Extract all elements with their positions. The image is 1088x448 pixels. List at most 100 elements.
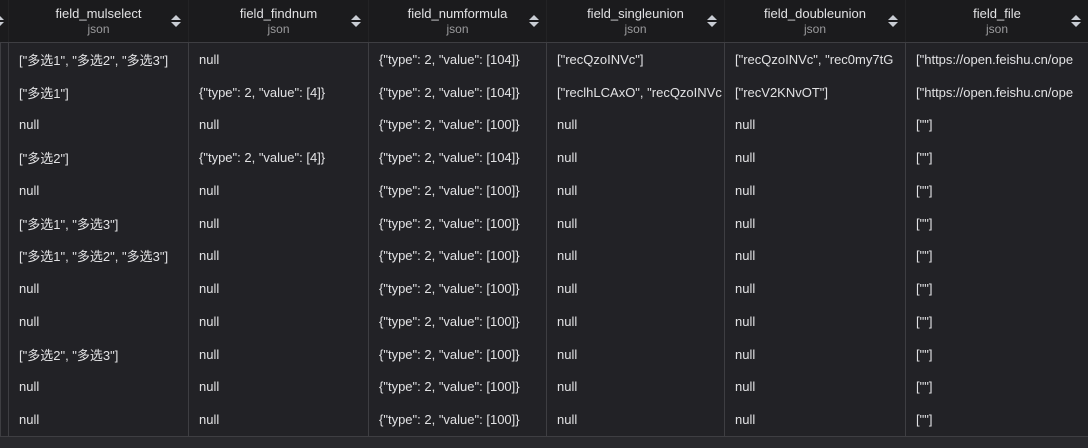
table-cell[interactable]: ["多选1", "多选2", "多选3"] [8, 239, 188, 273]
table-cell[interactable]: null [188, 239, 368, 273]
table-cell[interactable]: null [188, 206, 368, 240]
grid-body: ["多选1", "多选2", "多选3"]null{"type": 2, "va… [0, 43, 1088, 436]
table-cell[interactable]: ["多选1", "多选3"] [8, 206, 188, 240]
table-cell[interactable]: null [724, 337, 905, 371]
horizontal-scrollbar-track[interactable] [0, 436, 1088, 448]
table-cell[interactable]: null [188, 272, 368, 305]
table-row: ["多选1", "多选2", "多选3"]null{"type": 2, "va… [0, 43, 1088, 76]
table-cell[interactable]: ["多选1"] [8, 75, 188, 109]
table-cell[interactable]: null [724, 403, 905, 436]
table-cell[interactable]: ["多选2"] [8, 141, 188, 174]
table-cell[interactable]: null [8, 108, 188, 142]
table-cell[interactable]: [""] [905, 141, 1088, 174]
table-cell[interactable]: null [546, 272, 724, 305]
table-cell[interactable]: null [546, 141, 724, 174]
table-cell[interactable]: null [546, 370, 724, 404]
table-cell[interactable]: null [546, 403, 724, 436]
table-cell[interactable]: null [188, 403, 368, 436]
table-cell[interactable]: {"type": 2, "value": [100]} [368, 272, 546, 305]
table-cell[interactable]: null [724, 108, 905, 142]
table-cell[interactable]: {"type": 2, "value": [104]} [368, 43, 546, 76]
sort-up-icon [0, 15, 4, 20]
table-cell[interactable]: ["reclhLCAxO", "recQzoINVc [546, 75, 724, 109]
table-cell[interactable]: null [724, 370, 905, 404]
table-cell[interactable]: null [724, 239, 905, 273]
table-cell[interactable]: ["recV2KNvOT"] [724, 75, 905, 109]
table-cell[interactable]: ["https://open.feishu.cn/ope [905, 75, 1088, 109]
table-cell[interactable]: ["recQzoINVc", "rec0my7tG [724, 43, 905, 76]
sort-up-icon [1071, 15, 1081, 20]
table-cell[interactable]: null [8, 370, 188, 404]
column-type-label: json [87, 22, 110, 36]
table-cell[interactable]: [""] [905, 206, 1088, 240]
table-cell[interactable]: ["多选2", "多选3"] [8, 337, 188, 371]
table-cell[interactable]: null [188, 337, 368, 371]
table-cell[interactable]: {"type": 2, "value": [100]} [368, 239, 546, 273]
table-cell[interactable]: {"type": 2, "value": [100]} [368, 403, 546, 436]
table-cell[interactable]: [""] [905, 370, 1088, 404]
table-cell[interactable]: {"type": 2, "value": [104]} [368, 141, 546, 174]
table-cell[interactable]: [""] [905, 239, 1088, 273]
clipped-column-cell [0, 272, 8, 305]
clipped-column-cell [0, 108, 8, 142]
table-cell[interactable]: null [546, 206, 724, 240]
table-cell[interactable]: null [188, 108, 368, 142]
table-cell[interactable]: null [724, 206, 905, 240]
table-cell[interactable]: null [188, 370, 368, 404]
sort-down-icon [529, 22, 539, 27]
table-cell[interactable]: null [546, 239, 724, 273]
table-cell[interactable]: null [546, 305, 724, 338]
table-cell[interactable]: [""] [905, 337, 1088, 371]
table-cell[interactable]: null [8, 174, 188, 207]
table-cell[interactable]: null [546, 174, 724, 207]
table-cell[interactable]: [""] [905, 305, 1088, 338]
table-cell[interactable]: ["多选1", "多选2", "多选3"] [8, 43, 188, 76]
table-row: ["多选1", "多选2", "多选3"]null{"type": 2, "va… [0, 239, 1088, 273]
column-type-label: json [446, 22, 469, 36]
table-cell[interactable]: {"type": 2, "value": [104]} [368, 75, 546, 109]
table-cell[interactable]: null [724, 174, 905, 207]
table-cell[interactable]: [""] [905, 403, 1088, 436]
table-cell[interactable]: {"type": 2, "value": [100]} [368, 174, 546, 207]
table-row: ["多选2", "多选3"]null{"type": 2, "value": [… [0, 337, 1088, 371]
table-cell[interactable]: null [724, 141, 905, 174]
clipped-column-header[interactable] [0, 0, 8, 42]
table-cell[interactable]: [""] [905, 174, 1088, 207]
table-cell[interactable]: {"type": 2, "value": [100]} [368, 337, 546, 371]
table-cell[interactable]: {"type": 2, "value": [100]} [368, 108, 546, 142]
table-cell[interactable]: null [188, 174, 368, 207]
table-cell[interactable]: ["https://open.feishu.cn/ope [905, 43, 1088, 76]
table-cell[interactable]: [""] [905, 272, 1088, 305]
table-cell[interactable]: null [188, 305, 368, 338]
sort-up-icon [529, 15, 539, 20]
table-cell[interactable]: null [724, 305, 905, 338]
table-cell[interactable]: {"type": 2, "value": [4]} [188, 141, 368, 174]
table-cell[interactable]: null [8, 305, 188, 338]
table-cell[interactable]: null [8, 272, 188, 305]
table-cell[interactable]: {"type": 2, "value": [100]} [368, 370, 546, 404]
table-cell[interactable]: [""] [905, 108, 1088, 142]
table-cell[interactable]: {"type": 2, "value": [4]} [188, 75, 368, 109]
clipped-column-cell [0, 174, 8, 207]
column-name: field_doubleunion [764, 6, 866, 21]
table-cell[interactable]: null [546, 108, 724, 142]
clipped-column-cell [0, 141, 8, 174]
sort-up-icon [351, 15, 361, 20]
table-cell[interactable]: null [546, 337, 724, 371]
table-cell[interactable]: {"type": 2, "value": [100]} [368, 305, 546, 338]
table-cell[interactable]: ["recQzoINVc"] [546, 43, 724, 76]
sort-arrows-icon [1071, 15, 1081, 27]
table-cell[interactable]: null [8, 403, 188, 436]
table-cell[interactable]: {"type": 2, "value": [100]} [368, 206, 546, 240]
table-cell[interactable]: null [188, 43, 368, 76]
table-cell[interactable]: null [724, 272, 905, 305]
